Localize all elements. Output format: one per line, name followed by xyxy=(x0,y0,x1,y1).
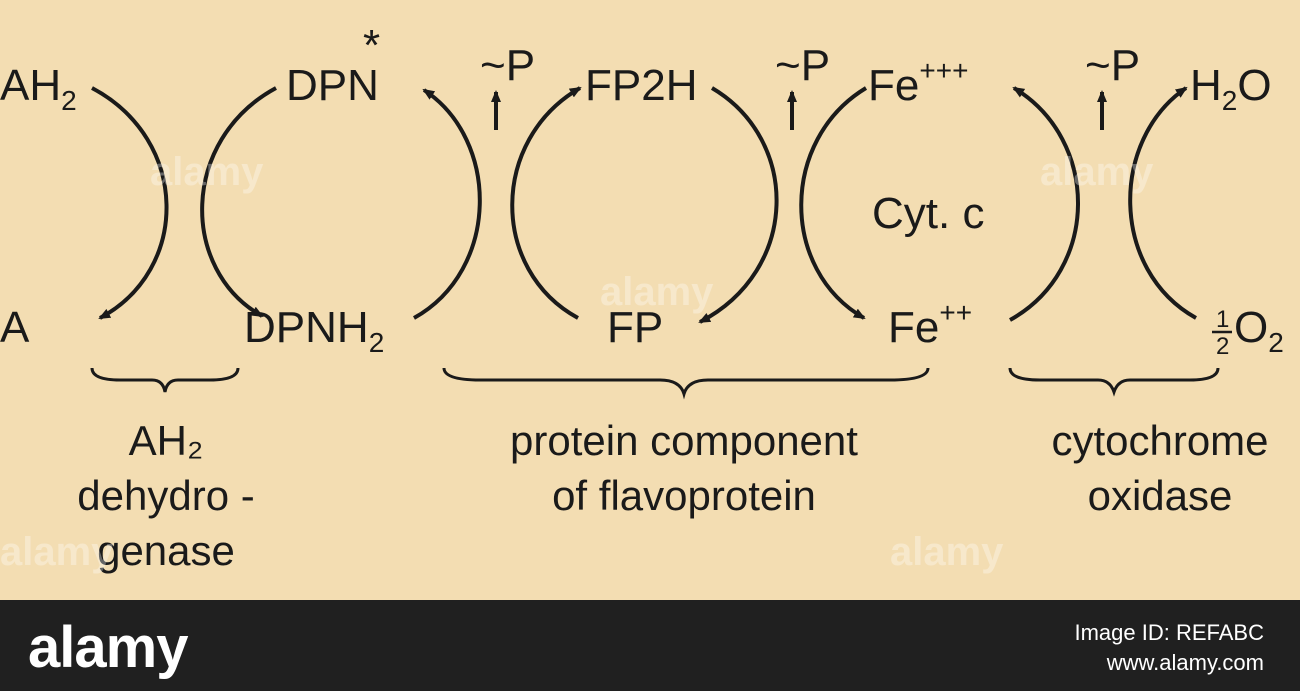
label-phosphate-2: ~P xyxy=(775,41,830,90)
label-h2o: H2O xyxy=(1190,61,1272,116)
svg-text:of flavoprotein: of flavoprotein xyxy=(552,472,816,519)
diagram-panel: AH2 DPN * FP2H Fe+++ H2O ~P ~P ~P Cyt. c… xyxy=(0,0,1300,600)
arc-fe3-to-fe2 xyxy=(799,86,868,320)
svg-text:oxidase: oxidase xyxy=(1088,472,1233,519)
label-fp: FP xyxy=(607,303,663,352)
caption-dehydrogenase: AH₂ dehydro - genase xyxy=(77,417,254,574)
label-dpn: DPN xyxy=(286,61,379,110)
svg-text:O2: O2 xyxy=(1234,303,1284,358)
label-cyt-c: Cyt. c xyxy=(872,189,984,238)
label-ah2: AH2 xyxy=(0,61,77,116)
svg-text:AH₂: AH₂ xyxy=(129,417,204,464)
arc-fp-to-fp2h xyxy=(510,86,582,320)
svg-text:dehydro -: dehydro - xyxy=(77,472,254,519)
label-phosphate-1: ~P xyxy=(480,41,535,90)
label-fp2h: FP2H xyxy=(585,61,697,110)
electron-transport-diagram: AH2 DPN * FP2H Fe+++ H2O ~P ~P ~P Cyt. c… xyxy=(0,21,1284,574)
footer-bar: alamy Image ID: REFABC www.alamy.com xyxy=(0,600,1300,691)
svg-text:genase: genase xyxy=(97,527,235,574)
watermark: alamy xyxy=(0,530,114,574)
watermark: alamy xyxy=(1040,150,1154,194)
label-dpnh2: DPNH2 xyxy=(244,303,384,358)
label-fe-ox: Fe+++ xyxy=(868,55,968,110)
arc-fe2-to-fe3 xyxy=(1009,86,1080,322)
arc-dpn-to-dpnh2 xyxy=(200,86,277,318)
caption-flavoprotein: protein component of flavoprotein xyxy=(510,417,858,519)
brace-dehydrogenase xyxy=(90,367,240,393)
site-url: www.alamy.com xyxy=(1106,650,1264,675)
arc-o2-to-h2o xyxy=(1128,86,1197,320)
svg-text:protein component: protein component xyxy=(510,417,858,464)
alamy-logo: alamy xyxy=(28,615,188,680)
svg-text:2: 2 xyxy=(1216,333,1229,360)
image-info: Image ID: REFABC www.alamy.com xyxy=(1074,618,1264,678)
brace-flavoprotein xyxy=(442,367,930,400)
watermark: alamy xyxy=(600,270,714,314)
svg-text:cytochrome: cytochrome xyxy=(1051,417,1268,464)
label-a: A xyxy=(0,303,30,352)
arc-ah2-to-a xyxy=(91,86,169,320)
arc-dpnh2-to-dpn xyxy=(413,88,482,320)
label-dpn-asterisk: * xyxy=(363,21,380,70)
svg-text:1: 1 xyxy=(1216,306,1229,333)
label-half-o2: 1 2 O2 xyxy=(1212,303,1284,360)
label-fe-red: Fe++ xyxy=(888,297,972,352)
watermark: alamy xyxy=(890,530,1004,574)
brace-cytochrome-oxidase xyxy=(1008,367,1220,397)
caption-cytochrome-oxidase: cytochrome oxidase xyxy=(1051,417,1268,519)
image-id: Image ID: REFABC xyxy=(1074,620,1264,645)
watermark: alamy xyxy=(150,150,264,194)
arc-fp2h-to-fp xyxy=(698,86,779,324)
label-phosphate-3: ~P xyxy=(1085,41,1140,90)
